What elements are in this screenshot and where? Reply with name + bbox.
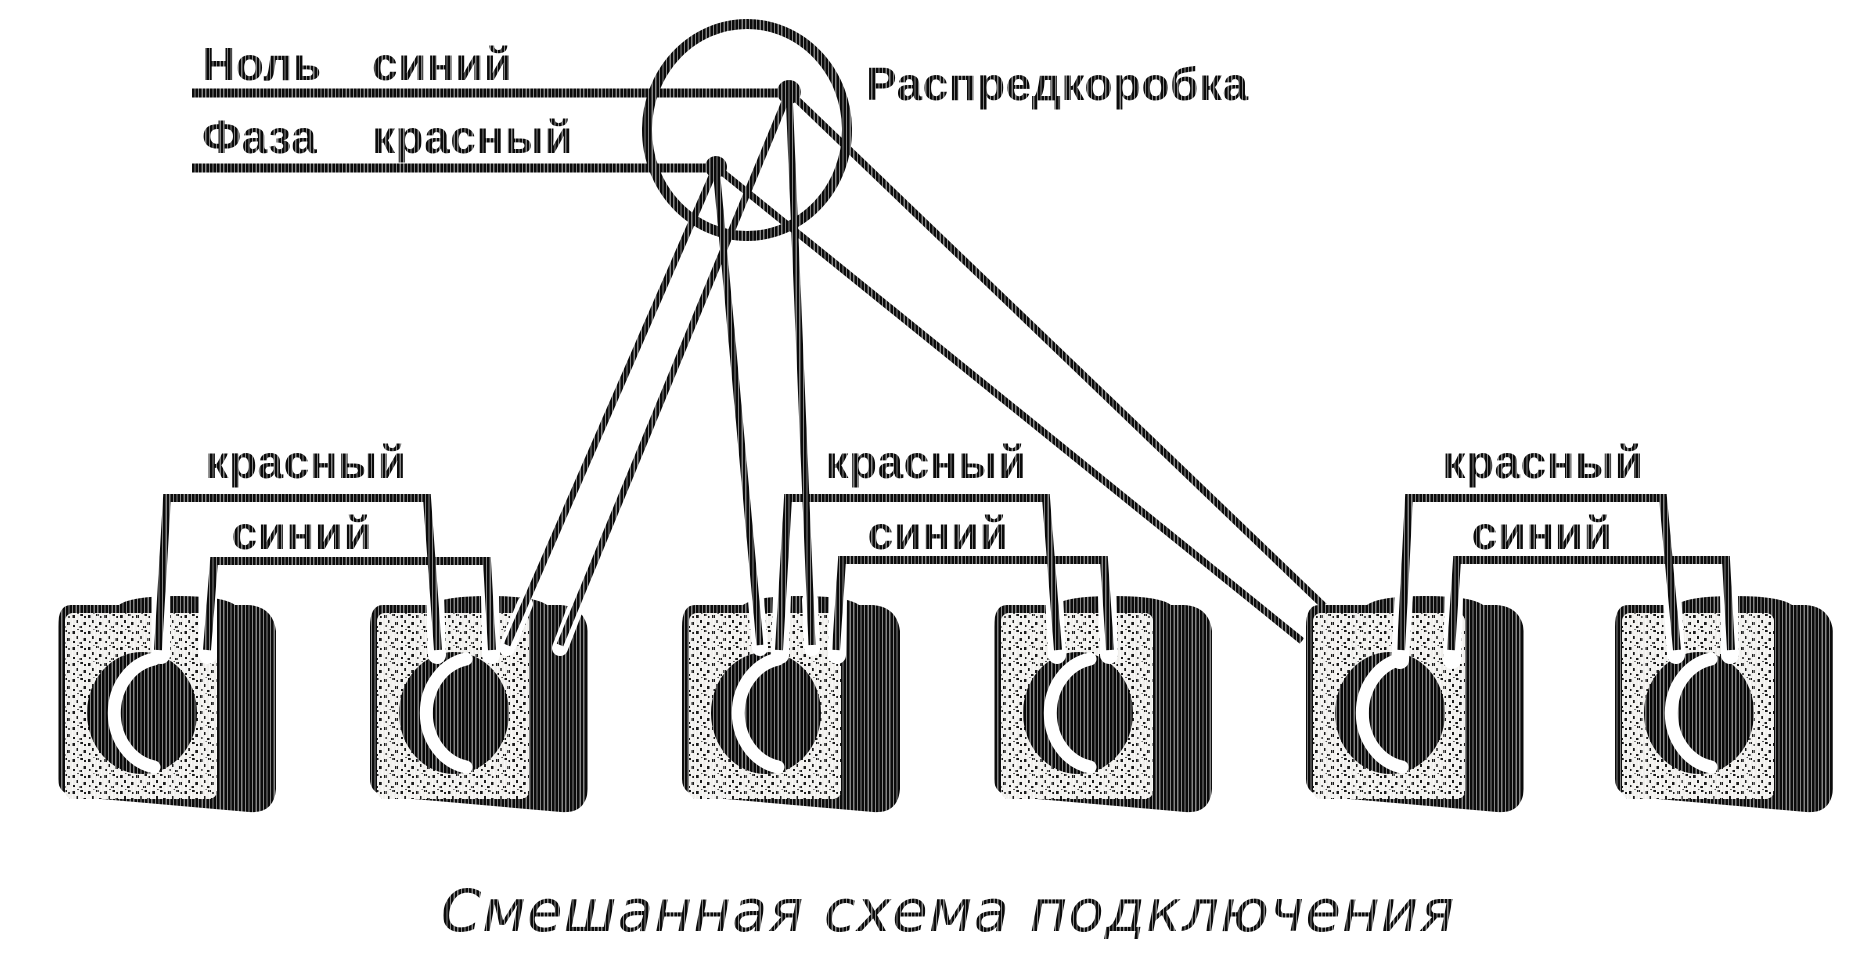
junction-box: Распредкоробка [642, 19, 1249, 241]
pair3-red-label: красный [1442, 436, 1643, 488]
phase-feed-socket2 [503, 165, 720, 647]
pair3-blue-label: синий [1472, 507, 1613, 559]
neutral-color-label: синий [372, 38, 513, 90]
pair2-blue-label: синий [868, 507, 1009, 559]
pair1-red-label: красный [205, 436, 406, 488]
phase-color-label: красный [372, 111, 573, 163]
socket-row [58, 596, 1833, 812]
socket-2 [370, 596, 588, 812]
socket-3 [682, 596, 900, 812]
supply-bus: Ноль синий Фаза красный [192, 38, 785, 173]
pair1-blue-label: синий [232, 507, 373, 559]
neutral-feed-socket3 [785, 91, 816, 646]
pair2-red-label: красный [825, 436, 1026, 488]
neutral-name-label: Ноль [202, 38, 322, 90]
junction-box-circle [642, 19, 852, 241]
junction-box-label: Распредкоробка [866, 58, 1249, 110]
socket-5 [1306, 596, 1524, 812]
diagram-title: Смешанная схема подключения [441, 877, 1456, 945]
phase-name-label: Фаза [202, 111, 317, 163]
